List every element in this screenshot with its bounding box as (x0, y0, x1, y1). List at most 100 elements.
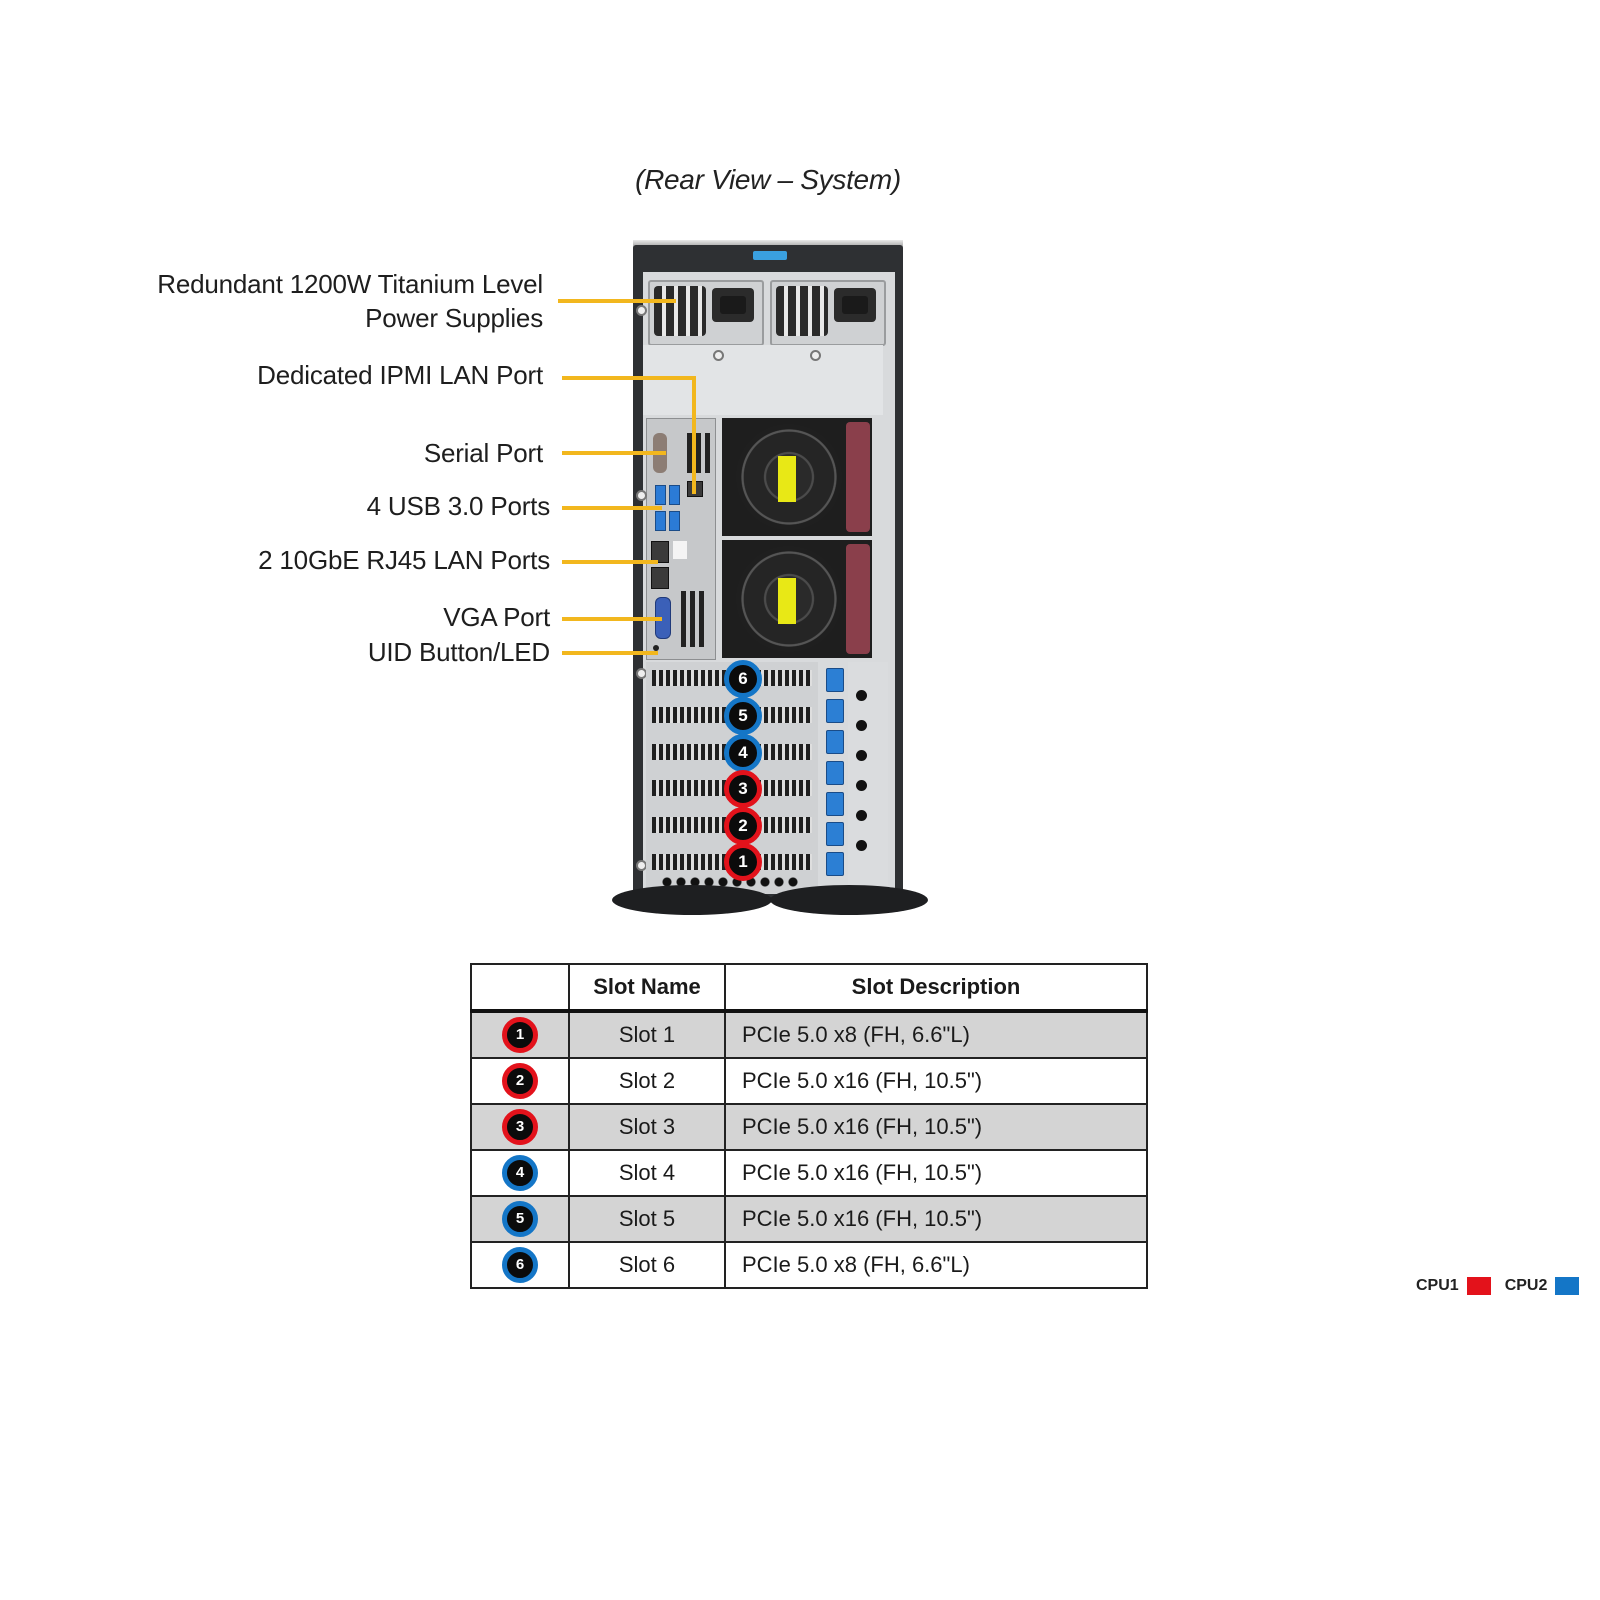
lan-port-icon (651, 541, 669, 563)
leader-line-psu (558, 299, 676, 303)
psu-fan-grill-icon (654, 286, 706, 336)
leader-line-uid (562, 651, 658, 655)
io-vent (681, 591, 707, 647)
io-label (673, 541, 687, 559)
chassis-midplate (643, 345, 883, 415)
table-row: 2 Slot 2 PCIe 5.0 x16 (FH, 10.5") (470, 1057, 1148, 1105)
power-supply-2 (770, 280, 886, 346)
slot-name: Slot 3 (568, 1103, 726, 1151)
header-badge-column (470, 963, 570, 1013)
lan-port-icon (651, 567, 669, 589)
slot-description: PCIe 5.0 x8 (FH, 6.6"L) (724, 1010, 1148, 1059)
header-slot-name: Slot Name (568, 963, 726, 1013)
usb-port-icon (669, 511, 680, 531)
table-row: 6 Slot 6 PCIe 5.0 x8 (FH, 6.6"L) (470, 1241, 1148, 1289)
cpu-legend: CPU1 CPU2 (1416, 1277, 1580, 1295)
slot-badge-6: 6 (724, 660, 762, 698)
slot-name: Slot 1 (568, 1010, 726, 1059)
power-socket-icon (712, 288, 754, 322)
slot-badge: 4 (502, 1155, 538, 1191)
leader-line-vga (562, 617, 662, 621)
slot-name: Slot 6 (568, 1241, 726, 1289)
thumbscrew-icon (856, 720, 867, 731)
slot-description: PCIe 5.0 x8 (FH, 6.6"L) (724, 1241, 1148, 1289)
legend-label-cpu1: CPU1 (1416, 1277, 1459, 1294)
slot-description: PCIe 5.0 x16 (FH, 10.5") (724, 1149, 1148, 1197)
screw-icon (636, 490, 647, 501)
tower-foot-left (612, 885, 772, 915)
thumbscrew-icon (856, 840, 867, 851)
table-row: 4 Slot 4 PCIe 5.0 x16 (FH, 10.5") (470, 1149, 1148, 1197)
slot-badge-2: 2 (724, 807, 762, 845)
thumbscrew-icon (856, 690, 867, 701)
fan-handle (846, 422, 870, 532)
pcie-clip-icon (826, 699, 844, 723)
usb-port-icon (669, 485, 680, 505)
slot-table: Slot Name Slot Description 1 Slot 1 PCIe… (470, 963, 1148, 1289)
rear-fan-2 (722, 540, 872, 658)
callout-label-vga: VGA Port (443, 602, 550, 632)
slot-description: PCIe 5.0 x16 (FH, 10.5") (724, 1195, 1148, 1243)
legend-swatch-cpu1 (1466, 1277, 1491, 1295)
slot-name: Slot 5 (568, 1195, 726, 1243)
screw-icon (636, 305, 647, 316)
power-supply-1 (648, 280, 764, 346)
slot-badge: 6 (502, 1247, 538, 1283)
legend-label-cpu2: CPU2 (1504, 1277, 1548, 1294)
slot-name: Slot 2 (568, 1057, 726, 1105)
callout-label-psu-line1: Redundant 1200W Titanium Level (157, 269, 543, 299)
usb-port-icon (655, 511, 666, 531)
callout-label-psu-line2: Power Supplies (365, 303, 543, 333)
fan-warning-label (778, 578, 796, 624)
callout-label-serial: Serial Port (423, 438, 543, 468)
slot-badge-1: 1 (724, 843, 762, 881)
pcie-clip-icon (826, 668, 844, 692)
tower-foot-right (770, 885, 928, 915)
table-row: 1 Slot 1 PCIe 5.0 x8 (FH, 6.6"L) (470, 1010, 1148, 1059)
pcie-clip-icon (826, 822, 844, 846)
usb-port-icon (655, 485, 666, 505)
pcie-clip-icon (826, 792, 844, 816)
slot-name: Slot 4 (568, 1149, 726, 1197)
pcie-clip-icon (826, 761, 844, 785)
power-socket-icon (834, 288, 876, 322)
table-row: 5 Slot 5 PCIe 5.0 x16 (FH, 10.5") (470, 1195, 1148, 1243)
table-row: 3 Slot 3 PCIe 5.0 x16 (FH, 10.5") (470, 1103, 1148, 1151)
slot-badge-3: 3 (724, 770, 762, 808)
leader-line-ipmi-vertical (692, 376, 696, 494)
pcie-side-panel (848, 662, 888, 894)
front-led-icon (753, 251, 787, 260)
pcie-clip-icon (826, 852, 844, 876)
leader-line-lan (562, 560, 658, 564)
callout-label-usb: 4 USB 3.0 Ports (366, 491, 551, 521)
fan-warning-label (778, 456, 796, 502)
io-shield (646, 418, 716, 660)
slot-badge: 2 (502, 1063, 538, 1099)
slot-description: PCIe 5.0 x16 (FH, 10.5") (724, 1057, 1148, 1105)
thumbscrew-icon (856, 780, 867, 791)
screw-icon (810, 350, 821, 361)
callout-label-uid: UID Button/LED (367, 637, 550, 667)
slot-badge-5: 5 (724, 697, 762, 735)
leader-line-ipmi (562, 376, 696, 380)
header-slot-description: Slot Description (724, 963, 1148, 1013)
slot-badge: 5 (502, 1201, 538, 1237)
thumbscrew-icon (856, 810, 867, 821)
diagram-title: (Rear View – System) (635, 164, 901, 195)
table-header-row: Slot Name Slot Description (470, 963, 1148, 1013)
callout-label-ipmi: Dedicated IPMI LAN Port (257, 360, 543, 390)
io-vent (687, 433, 711, 473)
leader-line-usb (562, 506, 662, 510)
slot-badge: 1 (502, 1017, 538, 1053)
leader-line-serial (562, 451, 666, 455)
slot-description: PCIe 5.0 x16 (FH, 10.5") (724, 1103, 1148, 1151)
uid-button-icon (653, 645, 659, 651)
tower-top-edge (633, 240, 903, 248)
rear-fan-1 (722, 418, 872, 536)
legend-swatch-cpu2 (1555, 1277, 1580, 1295)
psu-fan-grill-icon (776, 286, 828, 336)
slot-badge: 3 (502, 1109, 538, 1145)
callout-label-lan: 2 10GbE RJ45 LAN Ports (258, 545, 550, 575)
screw-icon (713, 350, 724, 361)
slot-badge-4: 4 (724, 734, 762, 772)
